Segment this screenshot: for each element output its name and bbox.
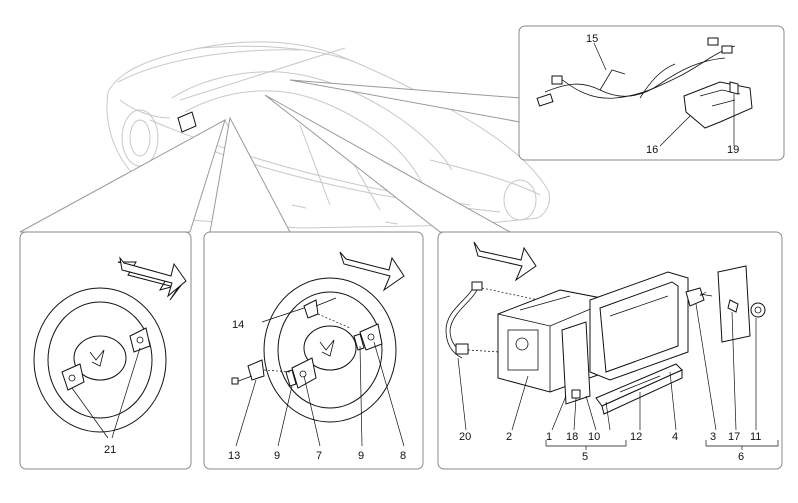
label-11: 11 (750, 431, 761, 443)
label-14: 14 (232, 319, 244, 331)
panel-steering-controls: 14 13 9 7 9 8 (203, 231, 424, 470)
panel-wiring-bracket: 15 16 19 (518, 25, 785, 161)
label-7: 7 (316, 450, 322, 462)
label-5: 5 (582, 451, 588, 463)
label-4: 4 (672, 431, 678, 443)
label-3: 3 (710, 431, 716, 443)
label-9b: 9 (358, 450, 364, 462)
direction-arrow-icon-2 (339, 251, 405, 292)
callout-rays (19, 79, 521, 233)
label-12: 12 (630, 431, 642, 443)
label-2: 2 (506, 431, 512, 443)
label-1: 1 (546, 431, 552, 443)
label-10: 10 (588, 431, 600, 443)
label-20: 20 (459, 431, 471, 443)
label-6: 6 (738, 451, 744, 463)
label-13: 13 (228, 450, 240, 462)
direction-arrow-icon-3 (473, 241, 537, 282)
label-9a: 9 (274, 450, 280, 462)
panel-steering-wheel-21: 21 (19, 231, 192, 470)
label-8: 8 (400, 450, 406, 462)
label-19: 19 (727, 144, 739, 156)
label-21: 21 (104, 444, 116, 456)
label-17: 17 (728, 431, 740, 443)
panel-head-unit: 20 2 1 18 10 12 4 3 17 11 5 6 (437, 231, 783, 470)
label-18: 18 (566, 431, 578, 443)
label-15: 15 (586, 33, 598, 45)
label-16: 16 (646, 144, 658, 156)
